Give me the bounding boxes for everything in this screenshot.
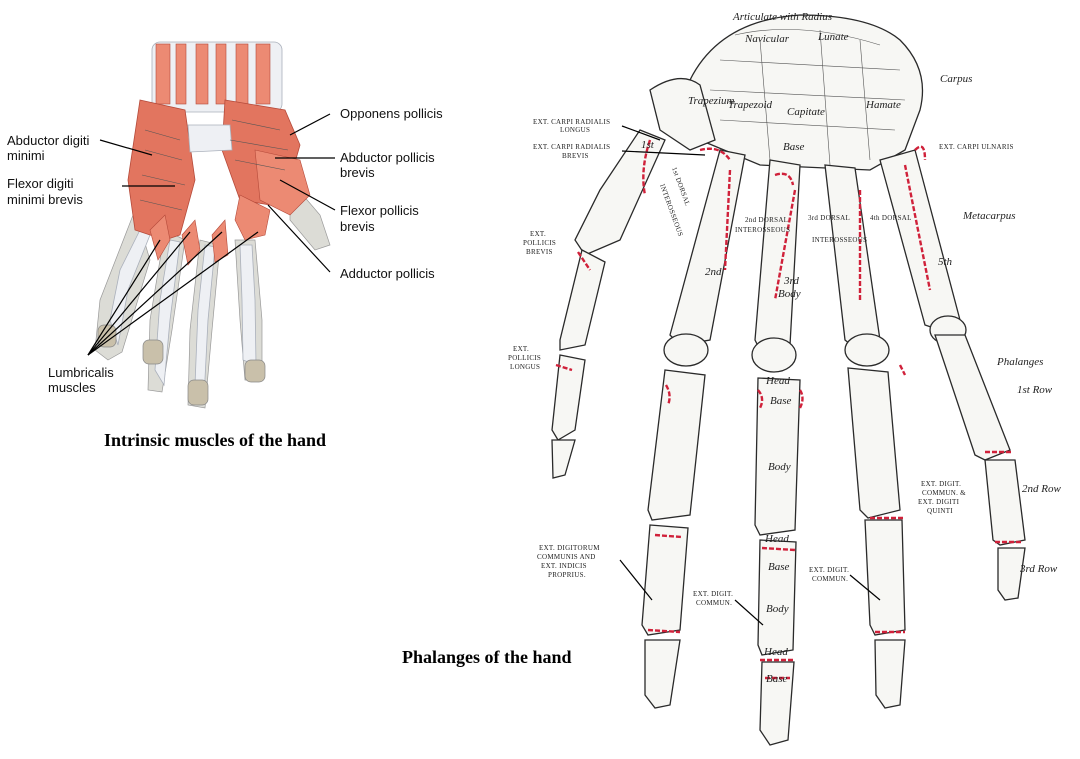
label-row-2: 2nd Row <box>1022 483 1061 495</box>
label-ext-carpi-radialis-brevis: EXT. CARPI RADIALIS BREVIS <box>533 143 612 160</box>
middle-phalanges <box>641 459 1026 656</box>
caption-intrinsic-muscles: Intrinsic muscles of the hand <box>104 430 326 450</box>
label-base-3: Base <box>766 673 788 685</box>
label-ext-digitorum: EXT. DIGITORUM COMMUNIS AND EXT. INDICIS… <box>537 544 602 579</box>
label-ext-digit-quinti: EXT. DIGIT. COMMUN. & EXT. DIGITI QUINTI <box>918 480 968 515</box>
metacarpals <box>574 129 967 373</box>
palm-muscles <box>127 99 311 266</box>
proximal-phalanges <box>647 334 1011 536</box>
label-head-2: Head <box>764 533 789 545</box>
muscle-leader-lines <box>87 113 336 356</box>
label-row-1: 1st Row <box>1017 384 1053 396</box>
label-base-1: Base <box>770 395 792 407</box>
label-phalanges: Phalanges <box>996 356 1043 368</box>
label-hamate: Hamate <box>865 99 901 111</box>
label-capitate: Capitate <box>787 106 825 118</box>
label-ext-carpi-ulnaris: EXT. CARPI ULNARIS <box>939 143 1014 151</box>
label-carpus: Carpus <box>940 73 972 85</box>
label-flexor-digiti-minimi-brevis: Flexor digiti minimi brevis <box>7 176 83 207</box>
label-abductor-digiti-minimi: Abductor digiti minimi <box>7 133 93 163</box>
label-row-3: 3rd Row <box>1019 563 1058 575</box>
label-body-1: Body <box>768 461 791 473</box>
label-dorsal-2: 2nd DORSAL <box>745 216 788 224</box>
label-base-2: Base <box>768 561 790 573</box>
label-navicular: Navicular <box>744 33 790 45</box>
label-ext-pollicis-longus: EXT. POLLICIS LONGUS <box>508 345 543 371</box>
label-third-mc: 3rd <box>783 275 799 287</box>
label-second-mc: 2nd <box>705 266 722 278</box>
label-first-mc: 1st <box>641 139 655 151</box>
label-articulate-radius: Articulate with Radius <box>732 11 832 23</box>
label-fifth-mc: 5th <box>938 256 953 268</box>
label-lumbricalis-muscles: Lumbricalis muscles <box>48 365 117 395</box>
label-flexor-pollicis-brevis: Flexor pollicis brevis <box>340 203 422 234</box>
label-ext-digit-commun-b: EXT. DIGIT. COMMUN. <box>809 566 851 583</box>
forearm-tendons <box>151 41 283 113</box>
label-adductor-pollicis: Adductor pollicis <box>340 266 435 281</box>
label-head-1: Head <box>765 375 790 387</box>
label-head-3: Head <box>763 646 788 658</box>
label-opponens-pollicis: Opponens pollicis <box>340 106 443 121</box>
label-base-top: Base <box>783 141 805 153</box>
label-interosseous-3: INTEROSSEOUS <box>812 236 867 244</box>
muscle-attachment-markings <box>555 139 1022 680</box>
label-ext-carpi-radialis-longus: EXT. CARPI RADIALIS LONGUS <box>533 118 612 134</box>
attachment-labels: EXT. CARPI RADIALIS LONGUS EXT. CARPI RA… <box>508 118 1014 626</box>
label-abductor-pollicis-brevis: Abductor pollicis brevis <box>340 150 438 180</box>
hand-bones-illustration <box>551 14 1026 746</box>
label-body-meta: Body <box>778 288 801 300</box>
carpal-bones <box>649 14 924 171</box>
label-ext-digit-commun-a: EXT. DIGIT. COMMUN. <box>693 590 735 607</box>
label-dorsal-4: 4th DORSAL <box>870 214 912 222</box>
label-interosseous-2: INTEROSSEOUS <box>735 226 790 234</box>
label-metacarpus: Metacarpus <box>962 210 1016 222</box>
caption-phalanges: Phalanges of the hand <box>402 647 572 667</box>
label-lunate: Lunate <box>817 31 849 43</box>
label-dorsal-3: 3rd DORSAL <box>808 214 850 222</box>
thumb-bones <box>551 249 606 441</box>
label-body-2: Body <box>766 603 789 615</box>
intrinsic-muscles-illustration <box>94 41 331 409</box>
distal-phalanges <box>551 439 1026 746</box>
label-trapezium: Trapezium <box>688 95 735 107</box>
label-dorsal-1: 1st DORSAL <box>670 166 692 207</box>
label-trapezoid: Trapezoid <box>728 99 773 111</box>
fingers <box>94 179 331 409</box>
label-ext-pollicis-brevis: EXT. POLLICIS BREVIS <box>523 230 558 256</box>
